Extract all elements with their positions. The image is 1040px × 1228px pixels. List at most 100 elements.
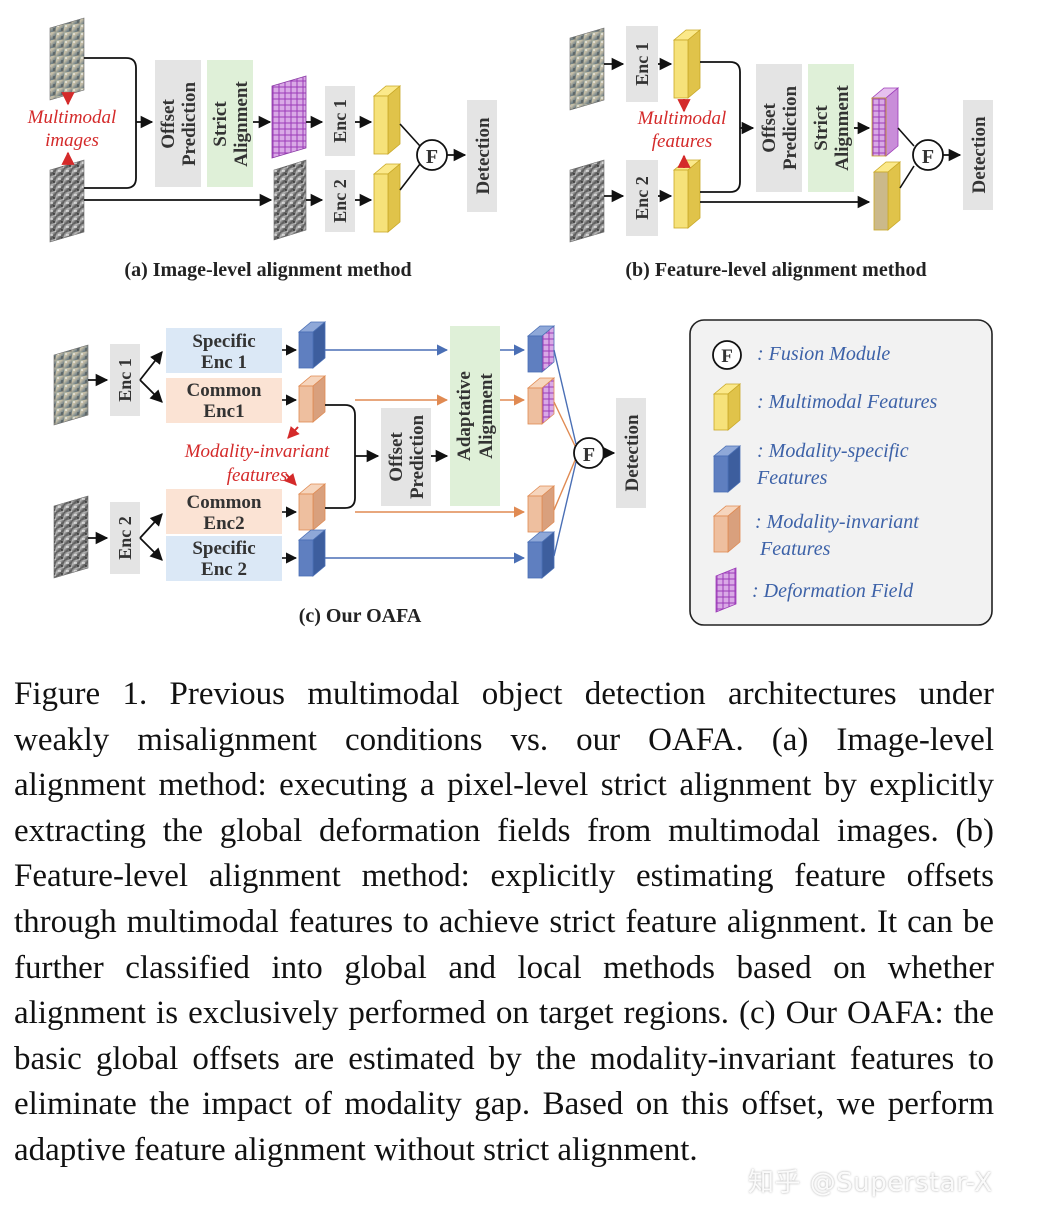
multimodal-feature-1	[672, 29, 702, 99]
enc1-box	[626, 26, 658, 102]
enc1-label: Enc 1	[330, 99, 350, 143]
invariant-feature-out-2	[526, 485, 556, 533]
enc1-label: Enc 1	[115, 358, 135, 402]
multimodal-feature-3	[872, 161, 902, 231]
multimodal-feature-2	[372, 163, 402, 233]
fusion-label: F	[922, 146, 934, 168]
caption-c: (c) Our OAFA	[299, 605, 422, 627]
enc1-box	[110, 344, 140, 416]
specific-enc2-label-1: Specific	[192, 538, 255, 559]
invariant-features-label-2: features	[227, 465, 288, 486]
offset-prediction-label-1: Offset	[759, 103, 780, 153]
enc2-box	[626, 160, 658, 236]
legend-fusion-icon	[712, 340, 742, 370]
watermark: 知乎 @Superstar-X	[748, 1168, 993, 1198]
legend-specific-icon	[712, 445, 742, 493]
common-enc1-box	[166, 378, 282, 423]
multimodal-features-label-2: features	[652, 131, 713, 152]
multimodal-features-label-1: Multimodal	[637, 108, 727, 129]
aligned-specific-feature-1	[526, 325, 556, 373]
figure-caption: Figure 1. Previous multimodal object det…	[14, 676, 994, 1168]
enc2-label: Enc 2	[115, 516, 135, 560]
invariant-feature-1	[297, 375, 327, 423]
multimodal-images-label-2: images	[45, 130, 99, 151]
specific-feature-1	[297, 321, 327, 369]
invariant-feature-2	[297, 483, 327, 531]
offset-prediction-box	[381, 408, 431, 506]
offset-prediction-label-1: Offset	[386, 432, 407, 482]
infrared-image	[53, 495, 89, 579]
adaptive-alignment-box	[450, 326, 500, 506]
common-enc1-label-1: Common	[187, 380, 262, 401]
common-enc1-label-2: Enc1	[203, 401, 244, 422]
legend-invariant-label-2: Features	[759, 538, 831, 560]
enc1-box	[325, 86, 355, 156]
legend-fusion-label: : Fusion Module	[757, 343, 890, 365]
common-enc2-box	[166, 489, 282, 534]
specific-enc1-label-2: Enc 1	[201, 352, 247, 373]
legend-multimodal-label: : Multimodal Features	[757, 391, 938, 413]
offset-prediction-box	[155, 60, 201, 187]
legend-deformation-icon	[715, 567, 737, 613]
figure-diagram: Multimodal images Offset Prediction Stri…	[27, 17, 993, 627]
multimodal-feature-1	[372, 85, 402, 155]
legend-specific-label-1: : Modality-specific	[757, 440, 909, 462]
specific-enc2-box	[166, 536, 282, 581]
strict-alignment-label-1: Strict	[210, 101, 231, 147]
legend-fusion-symbol: F	[721, 346, 733, 367]
detection-box	[963, 100, 993, 210]
specific-feature-2	[297, 529, 327, 577]
deformation-field-image	[271, 75, 307, 159]
offset-prediction-label-2: Prediction	[407, 415, 428, 500]
adaptive-alignment-label-1: Adaptative	[454, 371, 475, 461]
enc2-box	[110, 502, 140, 574]
infrared-image-copy	[273, 159, 307, 241]
visible-image	[49, 17, 85, 101]
legend-invariant-label-1: : Modality-invariant	[755, 511, 919, 533]
enc2-label: Enc 2	[632, 176, 652, 220]
panel-c: Enc 1 Enc 2 Specific Enc 1 Common Enc1 C…	[53, 321, 646, 627]
legend-invariant-icon	[712, 505, 742, 553]
legend: F : Fusion Module : Multimodal Features …	[689, 319, 993, 626]
legend-specific-label-2: Features	[756, 467, 828, 489]
detection-label: Detection	[969, 116, 990, 193]
multimodal-feature-2	[672, 159, 702, 229]
common-enc2-label-2: Enc2	[203, 513, 244, 534]
aligned-invariant-feature-1	[526, 377, 556, 425]
detection-label: Detection	[622, 414, 643, 491]
specific-enc2-label-2: Enc 2	[201, 559, 247, 580]
panel-b: Enc 1 Enc 2 Multimodal features Offset P…	[569, 26, 993, 281]
invariant-features-label-1: Modality-invariant	[184, 441, 330, 462]
enc2-label: Enc 2	[330, 179, 350, 223]
offset-prediction-box	[756, 64, 802, 192]
detection-box	[616, 398, 646, 508]
strict-alignment-box	[808, 64, 854, 192]
legend-deformation-label: : Deformation Field	[752, 580, 914, 602]
visible-image	[569, 27, 605, 111]
multimodal-images-label-1: Multimodal	[27, 107, 117, 128]
common-enc2-label-1: Common	[187, 492, 262, 513]
enc2-box	[325, 170, 355, 232]
strict-alignment-label-2: Alignment	[231, 81, 252, 167]
visible-image	[53, 344, 89, 426]
panel-a: Multimodal images Offset Prediction Stri…	[27, 17, 497, 281]
specific-enc1-label-1: Specific	[192, 331, 255, 352]
fusion-label: F	[583, 444, 595, 466]
fusion-label: F	[426, 146, 438, 168]
detection-box	[467, 100, 497, 212]
strict-alignment-label-2: Alignment	[832, 85, 853, 171]
detection-label: Detection	[473, 117, 494, 194]
offset-prediction-label-2: Prediction	[179, 82, 200, 167]
infrared-image	[49, 159, 85, 243]
strict-alignment-box	[207, 60, 253, 187]
specific-enc1-box	[166, 328, 282, 373]
caption-b: (b) Feature-level alignment method	[625, 259, 926, 281]
enc1-label: Enc 1	[632, 42, 652, 86]
infrared-image	[569, 159, 605, 243]
caption-a: (a) Image-level alignment method	[124, 259, 411, 281]
aligned-feature	[870, 87, 900, 157]
legend-multimodal-icon	[712, 383, 742, 431]
offset-prediction-label-1: Offset	[158, 99, 179, 149]
offset-prediction-label-2: Prediction	[780, 86, 801, 171]
adaptive-alignment-label-2: Alignment	[476, 373, 497, 459]
